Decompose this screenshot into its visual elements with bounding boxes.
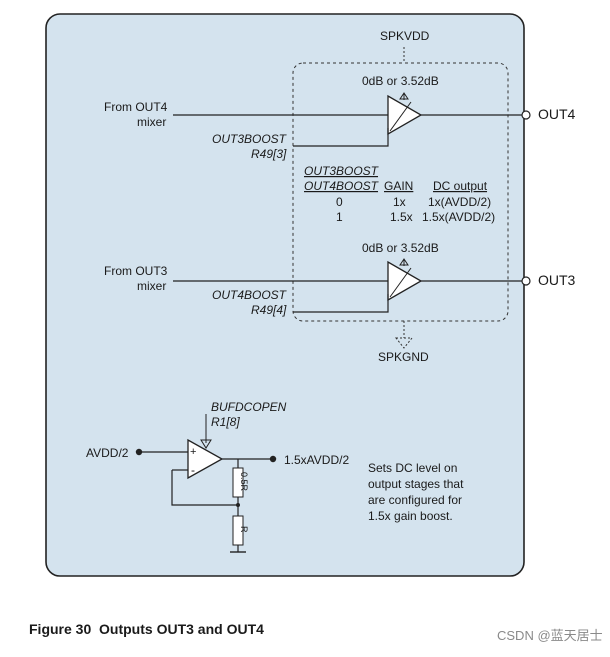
buffer-plus-sign: + xyxy=(190,446,196,458)
resistor-r-label: R xyxy=(239,526,249,533)
figure-caption: Figure 30 Outputs OUT3 and OUT4 xyxy=(29,621,264,637)
buffer-feedback-wire xyxy=(171,470,238,506)
table-row1-dc: 1.5x(AVDD/2) xyxy=(422,210,495,224)
out3-gain-arrow-head xyxy=(399,258,409,266)
table-row0-boost: 0 xyxy=(336,195,343,209)
buffer-enable-label: BUFDCOPEN xyxy=(211,400,287,414)
resistor-0-5r-label: 0.5R xyxy=(239,472,249,492)
out4-gain-label: 0dB or 3.52dB xyxy=(362,74,439,88)
out3-output-label: OUT3 xyxy=(538,272,576,288)
out4-boost-reg: R49[3] xyxy=(251,147,287,161)
out3-gain-label: 0dB or 3.52dB xyxy=(362,241,439,255)
buffer-input-label: AVDD/2 xyxy=(86,446,129,460)
table-header-out3boost: OUT3BOOST xyxy=(304,164,380,178)
buffer-opamp xyxy=(187,438,224,480)
buffer-note-line-1: Sets DC level on xyxy=(368,461,457,475)
out4-amplifier xyxy=(387,94,423,136)
buffer-output-label: 1.5xAVDD/2 xyxy=(284,453,349,467)
out4-gain-arrow-head xyxy=(399,92,409,100)
out3-input-label-2: mixer xyxy=(137,279,166,293)
buffer-minus-sign: - xyxy=(191,463,195,477)
out4-pin xyxy=(521,110,531,120)
table-header-out4boost: OUT4BOOST xyxy=(304,179,380,193)
buffer-enable-arrow xyxy=(200,439,212,449)
out4-gain-arrow xyxy=(389,101,412,132)
out4-boost-label: OUT3BOOST xyxy=(212,132,288,146)
table-row1-gain: 1.5x xyxy=(390,210,413,224)
out3-pin xyxy=(521,276,531,286)
out4-input-label-1: From OUT4 xyxy=(104,100,168,114)
buffer-note-line-4: 1.5x gain boost. xyxy=(368,509,453,523)
table-header-gain: GAIN xyxy=(384,179,413,193)
buffer-note-line-3: are configured for xyxy=(368,493,462,507)
out3-input-label-1: From OUT3 xyxy=(104,264,168,278)
out4-boost-wire xyxy=(293,128,389,147)
watermark: CSDN @蓝天居士 xyxy=(497,628,603,643)
table-header-dc-output: DC output xyxy=(433,179,488,193)
spkvdd-label: SPKVDD xyxy=(380,29,430,43)
spkgnd-label: SPKGND xyxy=(378,350,429,364)
out3-boost-reg: R49[4] xyxy=(251,303,287,317)
speaker-supply-region xyxy=(292,62,509,322)
out3-boost-label: OUT4BOOST xyxy=(212,288,288,302)
buffer-output-node xyxy=(269,455,277,463)
spkgnd-symbol xyxy=(394,337,414,349)
block-panel xyxy=(45,13,525,577)
table-row0-dc: 1x(AVDD/2) xyxy=(428,195,491,209)
out3-gain-arrow xyxy=(389,267,412,298)
out4-output-label: OUT4 xyxy=(538,106,576,122)
buffer-note-line-2: output stages that xyxy=(368,477,464,491)
table-row0-gain: 1x xyxy=(393,195,406,209)
out3-boost-wire xyxy=(293,294,389,313)
divider-mid-node xyxy=(236,503,240,507)
table-row1-boost: 1 xyxy=(336,210,343,224)
out4-input-label-2: mixer xyxy=(137,115,166,129)
buffer-enable-reg: R1[8] xyxy=(211,415,240,429)
out3-amplifier xyxy=(387,260,423,302)
